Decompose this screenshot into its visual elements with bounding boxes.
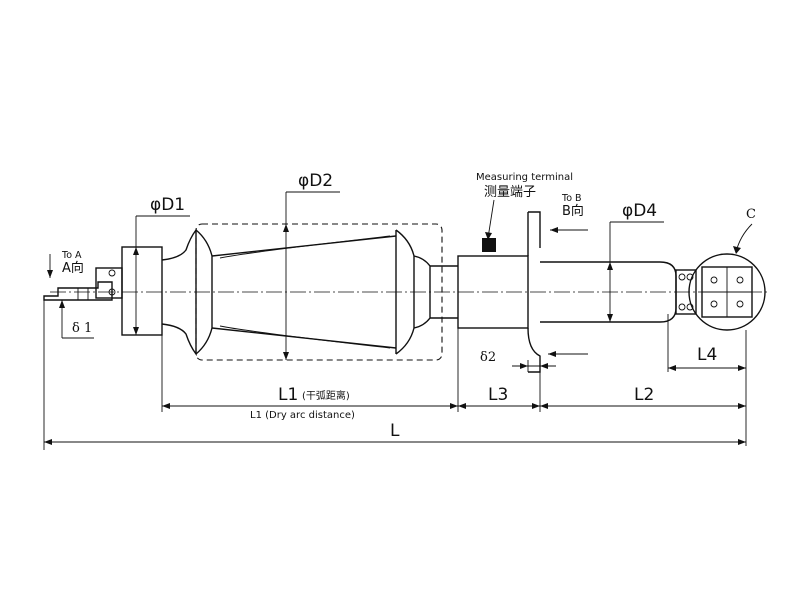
label-to-b: To B — [561, 193, 582, 204]
flange-d1 — [121, 246, 163, 336]
label-l: L — [390, 421, 400, 441]
dimension-chain: L1 (干弧距离) L1 (Dry arc distance) L3 L2 — [161, 328, 747, 446]
view-a-marker: To A A向 — [47, 250, 84, 278]
dimension-l: L — [43, 300, 746, 450]
dimension-delta2: δ2 — [480, 350, 588, 372]
dimension-l4: L4 — [667, 314, 747, 372]
callout-c: C — [733, 207, 756, 254]
label-measuring-cn: 测量端子 — [484, 185, 536, 200]
label-l1-en: L1 (Dry arc distance) — [250, 410, 355, 421]
callout-measuring-terminal: Measuring terminal 测量端子 — [476, 172, 573, 240]
label-delta1: δ 1 — [72, 321, 92, 336]
label-l4: L4 — [697, 345, 717, 365]
right-terminal — [675, 253, 766, 331]
label-d1: φD1 — [150, 195, 185, 215]
label-l3: L3 — [488, 385, 508, 405]
label-b-dir: B向 — [562, 203, 584, 219]
label-l2: L2 — [634, 385, 654, 405]
label-l1: L1 — [278, 385, 298, 405]
dimension-delta1: δ 1 — [59, 300, 94, 339]
dimension-d4: φD4 — [607, 201, 664, 322]
insulator-body — [161, 223, 458, 361]
label-delta2: δ2 — [480, 350, 496, 365]
label-l1-cn: (干弧距离) — [302, 389, 350, 402]
dimension-d1: φD1 — [133, 195, 190, 335]
label-a-dir: A向 — [62, 260, 84, 276]
dimension-d2: φD2 — [283, 171, 340, 360]
measuring-terminal-block — [482, 238, 496, 252]
label-d4: φD4 — [622, 201, 657, 221]
label-measuring-en: Measuring terminal — [476, 172, 573, 183]
label-c: C — [746, 207, 756, 222]
view-b-marker: To B B向 — [550, 193, 588, 233]
label-to-a: To A — [61, 250, 82, 261]
label-d2: φD2 — [298, 171, 333, 191]
